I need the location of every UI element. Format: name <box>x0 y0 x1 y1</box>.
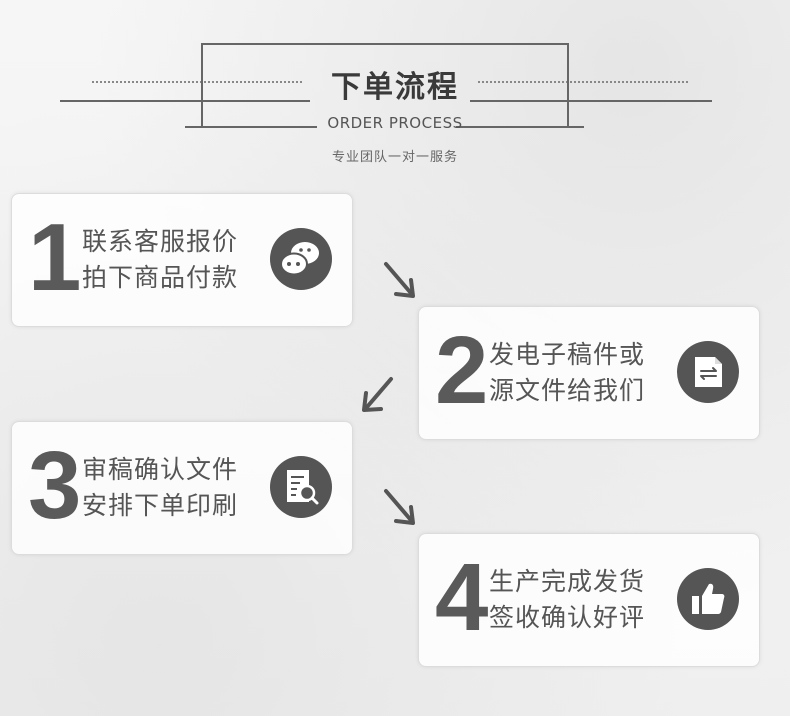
chat-bubbles-icon <box>270 228 332 290</box>
frame-bottom-right <box>456 126 584 128</box>
frame-right <box>567 43 569 127</box>
step-number: 1 <box>28 204 82 311</box>
step-number: 2 <box>435 317 489 424</box>
page-tagline: 专业团队一对一服务 <box>331 150 458 165</box>
frame-left <box>201 43 203 127</box>
step-line-1: 生产完成发货 <box>489 567 646 596</box>
rule-left <box>60 100 310 102</box>
page-subtitle: ORDER PROCESS <box>327 114 463 132</box>
step-card-1: 1 联系客服报价 拍下商品付款 <box>11 193 353 327</box>
arrow-down-right-icon <box>384 489 415 525</box>
page-title: 下单流程 <box>331 70 459 105</box>
document-search-icon <box>270 456 332 518</box>
step-number: 4 <box>435 544 489 651</box>
header: 下单流程 ORDER PROCESS 专业团队一对一服务 <box>0 0 790 180</box>
step-card-3: 3 审稿确认文件 安排下单印刷 <box>11 421 353 555</box>
step-card-2: 2 发电子稿件或 源文件给我们 <box>418 306 760 440</box>
arrow-down-left-icon <box>362 377 393 412</box>
thumbs-up-icon <box>677 568 739 630</box>
frame-bottom-left <box>185 126 317 128</box>
step-line-2: 签收确认好评 <box>489 603 646 632</box>
step-line-2: 拍下商品付款 <box>82 263 239 292</box>
step-line-2: 源文件给我们 <box>489 376 646 405</box>
dotted-rule-right <box>478 81 688 83</box>
file-transfer-icon <box>677 341 739 403</box>
step-line-1: 联系客服报价 <box>82 227 239 256</box>
step-line-1: 发电子稿件或 <box>489 340 646 369</box>
frame-top <box>201 43 569 45</box>
step-line-1: 审稿确认文件 <box>82 455 239 484</box>
step-number: 3 <box>28 432 82 539</box>
arrow-down-right-icon <box>384 262 415 298</box>
step-card-4: 4 生产完成发货 签收确认好评 <box>418 533 760 667</box>
step-line-2: 安排下单印刷 <box>82 491 239 520</box>
rule-right <box>470 100 712 102</box>
dotted-rule-left <box>92 81 302 83</box>
